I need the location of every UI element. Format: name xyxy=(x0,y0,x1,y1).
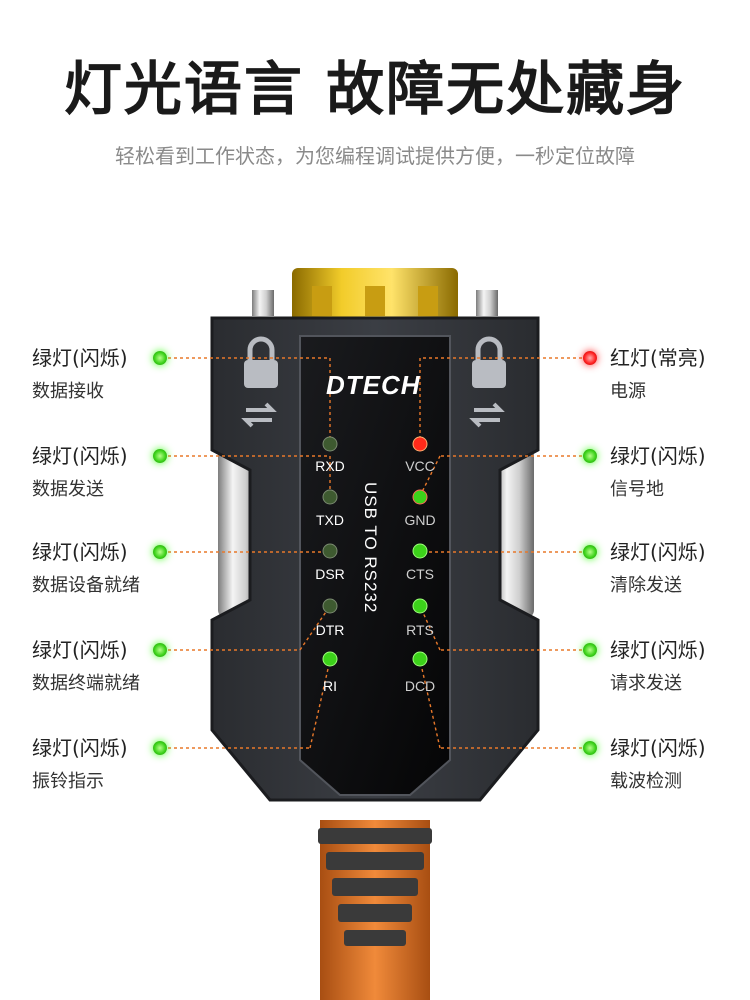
callout-meaning: 请求发送 xyxy=(610,673,682,694)
indicator-dot-left-2 xyxy=(153,449,167,463)
pin-label-dtr: DTR xyxy=(315,622,345,638)
callout-status: 绿灯(闪烁) xyxy=(32,444,128,468)
callout-meaning: 信号地 xyxy=(610,479,664,500)
lock-icon-left xyxy=(241,336,278,428)
callout-rts: 绿灯(闪烁) 请求发送 xyxy=(610,634,706,695)
callout-gnd: 绿灯(闪烁) 信号地 xyxy=(610,440,706,501)
pin-label-rts: RTS xyxy=(406,622,434,638)
indicator-dot-right-4 xyxy=(583,643,597,657)
panel-leds xyxy=(322,436,428,667)
strain-relief xyxy=(318,828,432,946)
callout-ri: 绿灯(闪烁) 振铃指示 xyxy=(32,732,128,793)
brand-logo: DTECH xyxy=(326,370,421,400)
pin-label-dsr: DSR xyxy=(315,566,345,582)
led-txd xyxy=(322,489,338,505)
side-grip-right xyxy=(492,448,534,618)
callout-meaning: 数据终端就绪 xyxy=(32,673,140,694)
page-subtitle: 轻松看到工作状态，为您编程调试提供方便，一秒定位故障 xyxy=(115,144,635,168)
callout-status: 绿灯(闪烁) xyxy=(610,540,706,564)
pin-label-txd: TXD xyxy=(316,512,344,528)
callout-dsr: 绿灯(闪烁) 数据设备就绪 xyxy=(32,536,140,597)
callout-meaning: 电源 xyxy=(610,381,646,402)
page-title: 灯光语言 故障无处藏身 xyxy=(63,55,687,123)
callout-meaning: 数据设备就绪 xyxy=(32,575,140,596)
callout-meaning: 清除发送 xyxy=(610,575,682,596)
thumb-screw-left xyxy=(252,290,274,316)
led-dtr xyxy=(322,598,338,614)
callout-dtr: 绿灯(闪烁) 数据终端就绪 xyxy=(32,634,140,695)
callout-dcd: 绿灯(闪烁) 载波检测 xyxy=(610,732,706,793)
led-dcd xyxy=(412,651,428,667)
callout-meaning: 振铃指示 xyxy=(32,771,104,792)
callout-status: 绿灯(闪烁) xyxy=(610,736,706,760)
indicator-dot-left-1 xyxy=(153,351,167,365)
led-rts xyxy=(412,598,428,614)
callout-meaning: 数据发送 xyxy=(32,479,104,500)
callout-meaning: 数据接收 xyxy=(32,381,104,402)
pin-label-rxd: RXD xyxy=(315,458,345,474)
indicator-dot-right-5 xyxy=(583,741,597,755)
indicator-dot-left-3 xyxy=(153,545,167,559)
indicator-dot-left-5 xyxy=(153,741,167,755)
pin-label-cts: CTS xyxy=(406,566,434,582)
indicator-dot-right-3 xyxy=(583,545,597,559)
led-rxd xyxy=(322,436,338,452)
pin-label-vcc: VCC xyxy=(405,458,435,474)
led-dsr xyxy=(322,543,338,559)
led-cts xyxy=(412,543,428,559)
pin-label-ri: RI xyxy=(323,678,337,694)
callout-status: 绿灯(闪烁) xyxy=(32,736,128,760)
lock-icon-right xyxy=(469,336,506,428)
callout-meaning: 载波检测 xyxy=(610,771,682,792)
pin-label-gnd: GND xyxy=(404,512,436,528)
callout-status: 绿灯(闪烁) xyxy=(32,346,128,370)
callout-status: 绿灯(闪烁) xyxy=(610,444,706,468)
callout-status: 绿灯(闪烁) xyxy=(32,638,128,662)
indicator-dot-right-2 xyxy=(583,449,597,463)
led-vcc xyxy=(412,436,428,452)
callout-cts: 绿灯(闪烁) 清除发送 xyxy=(610,536,706,597)
callout-status: 绿灯(闪烁) xyxy=(610,638,706,662)
led-ri xyxy=(322,651,338,667)
indicator-dot-right-1 xyxy=(583,351,597,365)
pin-label-dcd: DCD xyxy=(404,678,436,694)
model-label: USB TO RS232 xyxy=(361,482,380,614)
thumb-screw-right xyxy=(476,290,498,316)
callout-status: 绿灯(闪烁) xyxy=(32,540,128,564)
indicator-dot-left-4 xyxy=(153,643,167,657)
callout-vcc: 红灯(常亮) 电源 xyxy=(610,342,706,403)
callout-rxd: 绿灯(闪烁) 数据接收 xyxy=(32,342,128,403)
callout-txd: 绿灯(闪烁) 数据发送 xyxy=(32,440,128,501)
leader-lines xyxy=(168,357,588,749)
callout-status: 红灯(常亮) xyxy=(610,346,706,370)
led-gnd xyxy=(412,489,428,505)
